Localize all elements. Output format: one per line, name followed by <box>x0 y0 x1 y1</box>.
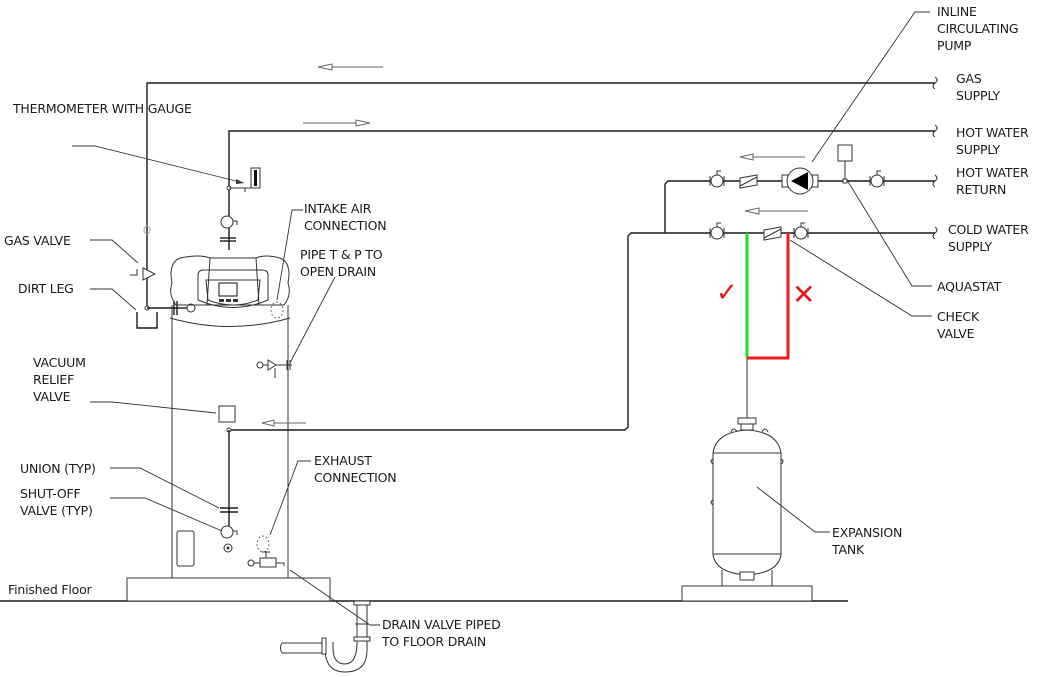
expansion-tank <box>710 417 784 586</box>
leader-lines <box>72 11 932 626</box>
cold-shutoff-valve-2-icon <box>793 222 809 240</box>
cold-check-valve-icon <box>763 226 782 241</box>
gas-valve-label: GAS VALVE <box>4 233 71 248</box>
gas-supply-line <box>143 63 938 306</box>
aquastat-label: AQUASTAT <box>937 279 1002 294</box>
tp-relief-valve-icon <box>256 359 292 378</box>
intake-air-label: INTAKE AIR CONNECTION <box>304 201 387 233</box>
vacuum-relief-valve-icon <box>218 405 236 423</box>
hot-water-return-label: HOT WATER RETURN <box>956 165 1029 197</box>
hot-water-supply-label: HOT WATER SUPPLY <box>956 125 1029 157</box>
drain-valve-icon <box>247 551 285 568</box>
bottom-shutoff-valve-icon <box>220 525 238 553</box>
finished-floor-line <box>0 577 848 602</box>
correct-checkmark-icon: ✓ <box>716 278 738 308</box>
flow-arrow-right-icon <box>355 119 371 127</box>
drain-valve-label: DRAIN VALVE PIPED TO FLOOR DRAIN <box>382 617 501 649</box>
return-shutoff-valve-2-icon <box>869 170 885 188</box>
return-check-valve-icon <box>739 174 758 189</box>
union-label: UNION (TYP) <box>20 461 96 476</box>
union-icon <box>220 507 238 513</box>
shutoff-valve-icon <box>220 215 238 242</box>
exhaust-label: EXHAUST CONNECTION <box>314 453 397 485</box>
dirt-leg-label: DIRT LEG <box>18 281 74 296</box>
control-display <box>218 282 238 297</box>
return-shutoff-valve-1-icon <box>709 170 725 188</box>
water-heater <box>169 255 291 579</box>
intake-air-port <box>270 301 284 319</box>
circulating-pump-icon <box>781 167 819 195</box>
floor-drain-trap-icon <box>280 600 371 673</box>
expansion-tank-label: EXPANSION TANK <box>832 525 903 557</box>
thermometer-gauge-icon <box>226 167 261 192</box>
cold-water-supply-label: COLD WATER SUPPLY <box>948 222 1029 254</box>
flow-arrow-left-icon <box>317 63 333 71</box>
gas-valve-icon <box>130 267 157 281</box>
gas-cock-icon <box>143 225 151 235</box>
shutoff-valve-label: SHUT-OFF VALVE (TYP) <box>20 486 93 518</box>
exhaust-port <box>256 535 270 553</box>
incorrect-connection-pipe <box>747 233 790 360</box>
vacuum-relief-label: VACUUM RELIEF VALVE <box>33 355 86 404</box>
thermometer-label: THERMOMETER WITH GAUGE <box>13 101 192 116</box>
gas-supply-label: GAS SUPPLY <box>956 71 1000 103</box>
incorrect-x-icon: ✕ <box>792 278 816 311</box>
pipe-tp-label: PIPE T & P TO OPEN DRAIN <box>300 247 383 279</box>
check-valve-label: CHECK VALVE <box>937 309 979 341</box>
aquastat-icon <box>837 144 853 184</box>
finished-floor-label: Finished Floor <box>8 582 92 597</box>
cold-shutoff-valve-1-icon <box>709 222 725 240</box>
inline-pump-label: INLINE CIRCULATING PUMP <box>937 4 1019 53</box>
dirt-leg-icon <box>136 301 196 329</box>
hot-water-supply-line <box>228 119 938 250</box>
cold-water-feed-line <box>229 207 938 431</box>
